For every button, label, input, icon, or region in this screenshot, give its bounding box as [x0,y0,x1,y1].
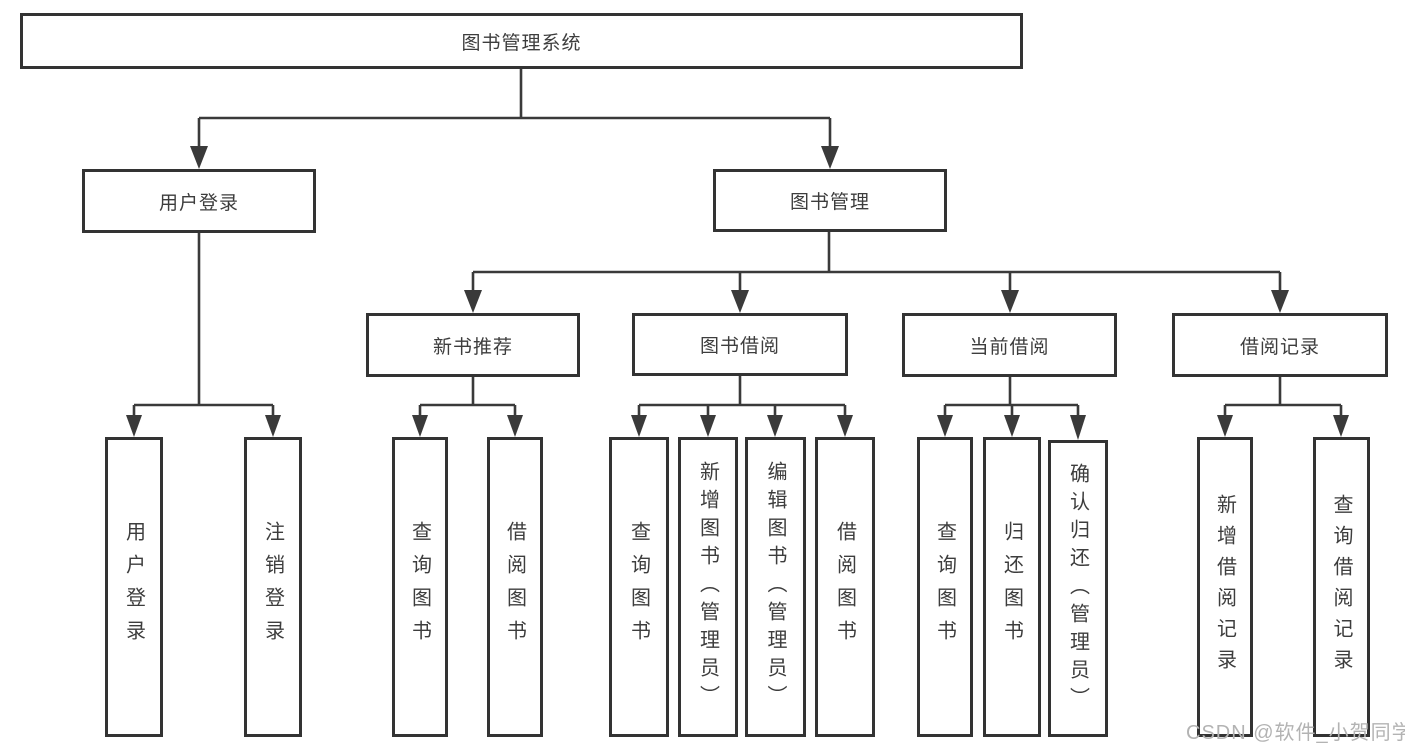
arrow-down-icon [937,415,953,437]
leaf-query-borrow-record: 查询借阅记录 [1313,437,1370,737]
leaf-confirm-return-admin: 确认归还（管理员） [1048,440,1108,737]
arrow-down-icon [1004,415,1020,437]
node-book-borrowing: 图书借阅 [632,313,848,376]
arrow-down-icon [1271,290,1289,313]
leaf-query-books-1: 查询图书 [392,437,448,737]
node-current-borrowing: 当前借阅 [902,313,1117,377]
leaf-edit-books-admin: 编辑图书（管理员） [745,437,806,737]
arrow-down-icon [190,146,208,169]
arrow-down-icon [700,415,716,437]
arrow-down-icon [412,415,428,437]
connector-lines [132,69,1343,419]
leaf-borrow-books-2: 借阅图书 [815,437,875,737]
leaf-borrow-books-1: 借阅图书 [487,437,543,737]
arrow-down-icon [1217,415,1233,437]
arrow-down-icon [821,146,839,169]
node-user-login: 用户登录 [82,169,316,233]
node-library-management-system: 图书管理系统 [20,13,1023,69]
leaf-query-books-3: 查询图书 [917,437,973,737]
leaf-query-books-2: 查询图书 [609,437,669,737]
arrow-down-icon [731,290,749,313]
node-book-management: 图书管理 [713,169,947,232]
node-borrow-records: 借阅记录 [1172,313,1388,377]
arrow-down-icon [126,415,142,437]
leaf-add-borrow-record: 新增借阅记录 [1197,437,1253,737]
arrow-down-icon [1333,415,1349,437]
watermark: CSDN @软件_小贺同学 [1186,722,1405,744]
arrow-down-icon [631,415,647,437]
node-new-book-recommend: 新书推荐 [366,313,580,377]
leaf-user-login: 用户登录 [105,437,163,737]
leaf-add-books-admin: 新增图书（管理员） [678,437,738,737]
arrow-down-icon [464,290,482,313]
arrow-down-icon [1001,290,1019,313]
leaf-logout: 注销登录 [244,437,302,737]
leaf-return-books: 归还图书 [983,437,1041,737]
arrow-down-icon [767,415,783,437]
arrow-down-icon [1070,415,1086,440]
arrow-down-icon [265,415,281,437]
arrow-down-icon [507,415,523,437]
arrow-down-icon [837,415,853,437]
